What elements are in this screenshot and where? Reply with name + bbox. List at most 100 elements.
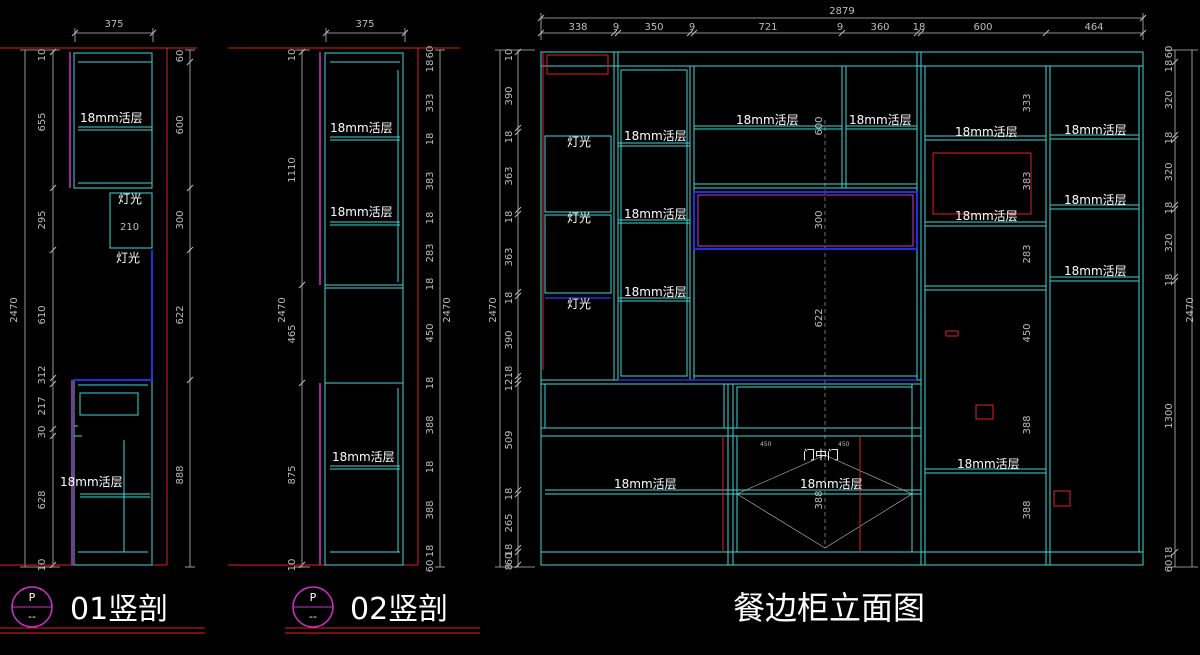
elev-inner-dim: 600 [814,116,825,135]
elev-right-dimension-lines [1165,49,1198,568]
s2-dim: 875 [287,465,298,484]
elev-right-dim: 60 [1164,560,1175,573]
s1-rdim: 60 [175,50,186,63]
elev-shelf-label: 18mm活层 [1064,264,1127,278]
s1-dim: 10 [37,49,48,62]
s2-shelf-label: 18mm活层 [330,121,393,135]
s1-width-value: 375 [104,19,123,30]
s2-cabinet [324,52,404,566]
elev-right-dim: 1300 [1164,403,1175,428]
elev-right-dim: 320 [1164,90,1175,109]
s2-rdim: 450 [425,323,436,342]
elev-top-dim: 350 [644,22,663,33]
s1-right-dimension-line [185,49,195,568]
s1-rdim: 300 [175,210,186,229]
elev-left-dim: 18 [504,211,515,224]
s1-shelf-label: 18mm活层 [80,111,143,125]
s2-rdim: 18 [425,60,436,73]
s2-dim: 10 [287,49,298,62]
section-02: 375 10 1110 465 875 10 2470 60 18 333 18… [228,19,480,634]
elev-shelf-label: 18mm活层 [957,457,1020,471]
s1-left-dims: 10 655 295 610 312 217 30 628 10 [37,49,48,572]
elev-top-dims: 338 9 350 9 721 9 360 18 600 464 [568,22,1103,33]
s2-rdim: 18 [425,212,436,225]
s2-rdim: 18 [425,133,436,146]
s2-rdim: 18 [425,461,436,474]
elev-shelf-label: 18mm活层 [624,207,687,221]
elev-top-dim: 600 [973,22,992,33]
elev-total-height-right: 2470 [1185,297,1196,322]
elev-inner-dim: 622 [814,308,825,327]
elev-inner-dim: 283 [1022,244,1033,263]
s2-rdim: 18 [425,278,436,291]
s2-left-dimension-line [295,48,310,569]
elev-inner-dim: 450 [1022,323,1033,342]
s2-rdim: 388 [425,500,436,519]
elev-title: 餐边柜立面图 [733,589,925,627]
elev-total-height: 2470 [488,297,499,322]
elev-top-dim: 338 [568,22,587,33]
s2-rdim: 333 [425,93,436,112]
elev-inner-dim: 300 [814,210,825,229]
s1-width-dimension [71,28,157,42]
elev-shelf-label-door: 18mm活层 [800,477,863,491]
elev-top-dim: 18 [913,22,926,33]
elev-left-dim: 12 [504,379,515,392]
elev-left-dimension-lines [495,48,535,569]
elev-left-dim: 18 [504,488,515,501]
s1-dim: 628 [37,490,48,509]
elev-right-dim: 320 [1164,233,1175,252]
s2-left-dims: 10 1110 465 875 10 [287,49,298,572]
s2-rdim: 60 [425,560,436,573]
elev-top-dim: 9 [613,22,619,33]
elev-inner-dims: 600 300 622 333 383 283 450 388 388 450 … [760,93,1033,519]
elev-left-dim: 390 [504,330,515,349]
elev-left-dim: 18 [504,544,515,557]
s2-dim: 465 [287,324,298,343]
elev-inner-dim: 388 [814,490,825,509]
elev-left-dim: 363 [504,166,515,185]
s1-dim: 30 [37,426,48,439]
s2-symbol-bottom: -- [309,610,317,623]
elev-top-dim: 360 [870,22,889,33]
s2-section-symbol: P -- [292,586,334,628]
elev-right-dim: 60 [1164,46,1175,59]
elev-left-dim: 363 [504,247,515,266]
s2-rdim: 18 [425,545,436,558]
elev-right-dim: 18 [1164,274,1175,287]
s2-labels: 18mm活层 18mm活层 18mm活层 [330,121,395,464]
elev-door-label: 门中门 [803,447,839,462]
s2-right-dims: 60 18 333 18 383 18 283 18 450 18 388 18… [425,46,436,573]
elev-blue-panel [693,191,918,250]
elev-left-dims: 10 390 18 363 18 363 18 390 18 12 509 18… [504,49,515,571]
elev-left-dim: 60 [504,553,515,566]
s1-right-dims: 60 600 300 622 888 [175,50,186,485]
elev-red-marks [542,52,1071,552]
elev-inner-dim: 333 [1022,93,1033,112]
s1-width-label: 210 [120,222,139,233]
elev-shelf-label: 18mm活层 [1064,193,1127,207]
elev-inner-dim: 450 [760,441,772,448]
s1-light-label: 灯光 [118,192,142,206]
elev-left-dim: 18 [504,366,515,379]
s2-dim: 1110 [287,157,298,182]
s2-rdim: 18 [425,377,436,390]
elev-left-dim: 8 [504,564,515,570]
s1-shelf-label: 18mm活层 [60,475,123,489]
elevation: 2879 338 9 350 9 721 9 360 18 600 464 10… [488,6,1198,627]
elev-left-dim: 509 [504,430,515,449]
elev-right-dim: 320 [1164,162,1175,181]
s1-rdim: 888 [175,465,186,484]
elev-shelf-label: 18mm活层 [614,477,677,491]
s1-dim: 312 [37,365,48,384]
elev-right-dim: 18 [1164,60,1175,73]
s1-dim: 610 [37,305,48,324]
elev-shelf-label: 18mm活层 [849,113,912,127]
s2-right-dimension-line [435,49,445,568]
elev-top-dim: 9 [837,22,843,33]
elev-light-label: 灯光 [567,297,591,311]
s1-dim: 295 [37,210,48,229]
elev-shelf-labels: 18mm活层 18mm活层 18mm活层 18mm活层 18mm活层 18mm活… [614,113,1127,491]
elev-light-labels: 灯光 灯光 灯光 [567,135,591,311]
